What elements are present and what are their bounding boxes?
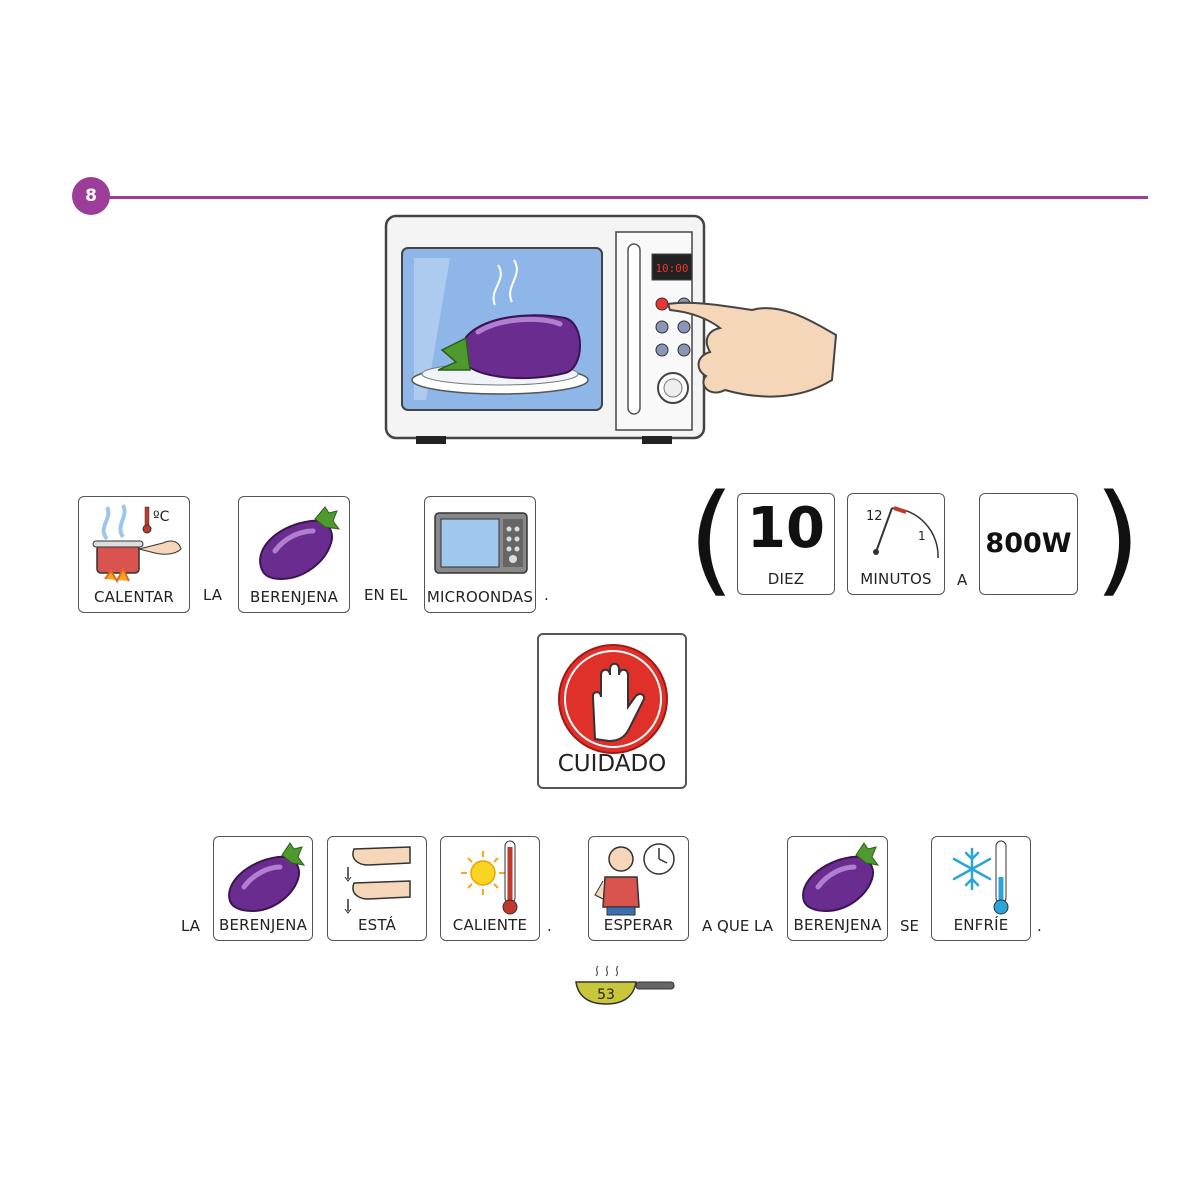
pictogram-card-berenjena: BERENJENA <box>213 836 313 941</box>
power-value: 800W <box>985 528 1072 559</box>
card-label: MINUTOS <box>860 570 932 588</box>
word-a: A <box>957 571 968 589</box>
card-label: CALENTAR <box>93 588 175 606</box>
number-card: 10 DIEZ <box>737 493 835 595</box>
sentence-period: . <box>1037 917 1042 935</box>
close-parenthesis: ) <box>1094 470 1141 609</box>
pictogram-card-esperar: ESPERAR <box>588 836 689 941</box>
pictogram-card-minutos: 12 1 MINUTOS <box>847 493 945 595</box>
waiting-person-icon <box>594 843 675 916</box>
pictogram-card-caliente: CALIENTE <box>440 836 540 941</box>
sentence-period: . <box>547 917 552 935</box>
frying-pan-icon: 53 <box>575 965 675 1005</box>
pictogram-card-enfrie: ENFRÍE <box>931 836 1031 941</box>
pictogram-card-berenjena: BERENJENA <box>238 496 350 613</box>
heating-pot-icon: ºC <box>92 504 182 584</box>
word-en-el: EN EL <box>364 586 408 604</box>
step-divider-line <box>108 196 1148 199</box>
microwave-illustration: 10:00 <box>384 214 838 444</box>
clock-number-12: 12 <box>866 509 883 524</box>
card-label: ESPERAR <box>603 916 674 934</box>
word-se: SE <box>900 917 919 935</box>
word-a-que-la: A QUE LA <box>702 917 774 935</box>
power-card: 800W <box>979 493 1078 595</box>
pictogram-card-berenjena: BERENJENA <box>787 836 888 941</box>
card-label: BERENJENA <box>793 916 882 934</box>
card-label: BERENJENA <box>249 588 339 606</box>
card-label: CALIENTE <box>452 916 528 934</box>
microwave-icon <box>434 512 528 574</box>
pictogram-card-microondas: MICROONDAS <box>424 496 536 613</box>
step-number-badge: 8 <box>72 177 110 215</box>
card-label: ESTÁ <box>357 916 397 934</box>
pictogram-card-cuidado: CUIDADO <box>537 633 687 789</box>
card-label: BERENJENA <box>218 916 308 934</box>
page-number: 53 <box>597 987 615 1003</box>
word-la: LA <box>181 917 200 935</box>
eggplant-icon <box>228 842 306 913</box>
card-label: DIEZ <box>767 570 805 588</box>
card-label: MICROONDAS <box>426 588 534 606</box>
pictogram-card-esta: ESTÁ <box>327 836 427 941</box>
cold-thermometer-icon <box>952 840 1009 915</box>
card-label: ENFRÍE <box>953 916 1009 934</box>
sentence-period: . <box>544 586 549 604</box>
svg-text:ºC: ºC <box>153 509 170 525</box>
eggplant-icon <box>259 506 341 581</box>
hot-thermometer-icon <box>461 840 518 915</box>
word-la: LA <box>203 586 222 604</box>
pictogram-card-calentar: ºC CALENTAR <box>78 496 190 613</box>
eggplant-icon <box>802 842 880 913</box>
stop-hand-icon <box>558 644 668 754</box>
clock-number-1: 1 <box>918 529 926 543</box>
card-label: CUIDADO <box>557 751 667 777</box>
number-value: 10 <box>747 496 825 561</box>
hands-icon <box>344 846 411 914</box>
clock-icon: 12 1 <box>866 506 939 559</box>
open-parenthesis: ( <box>688 470 735 609</box>
svg-text:10:00: 10:00 <box>655 262 688 275</box>
